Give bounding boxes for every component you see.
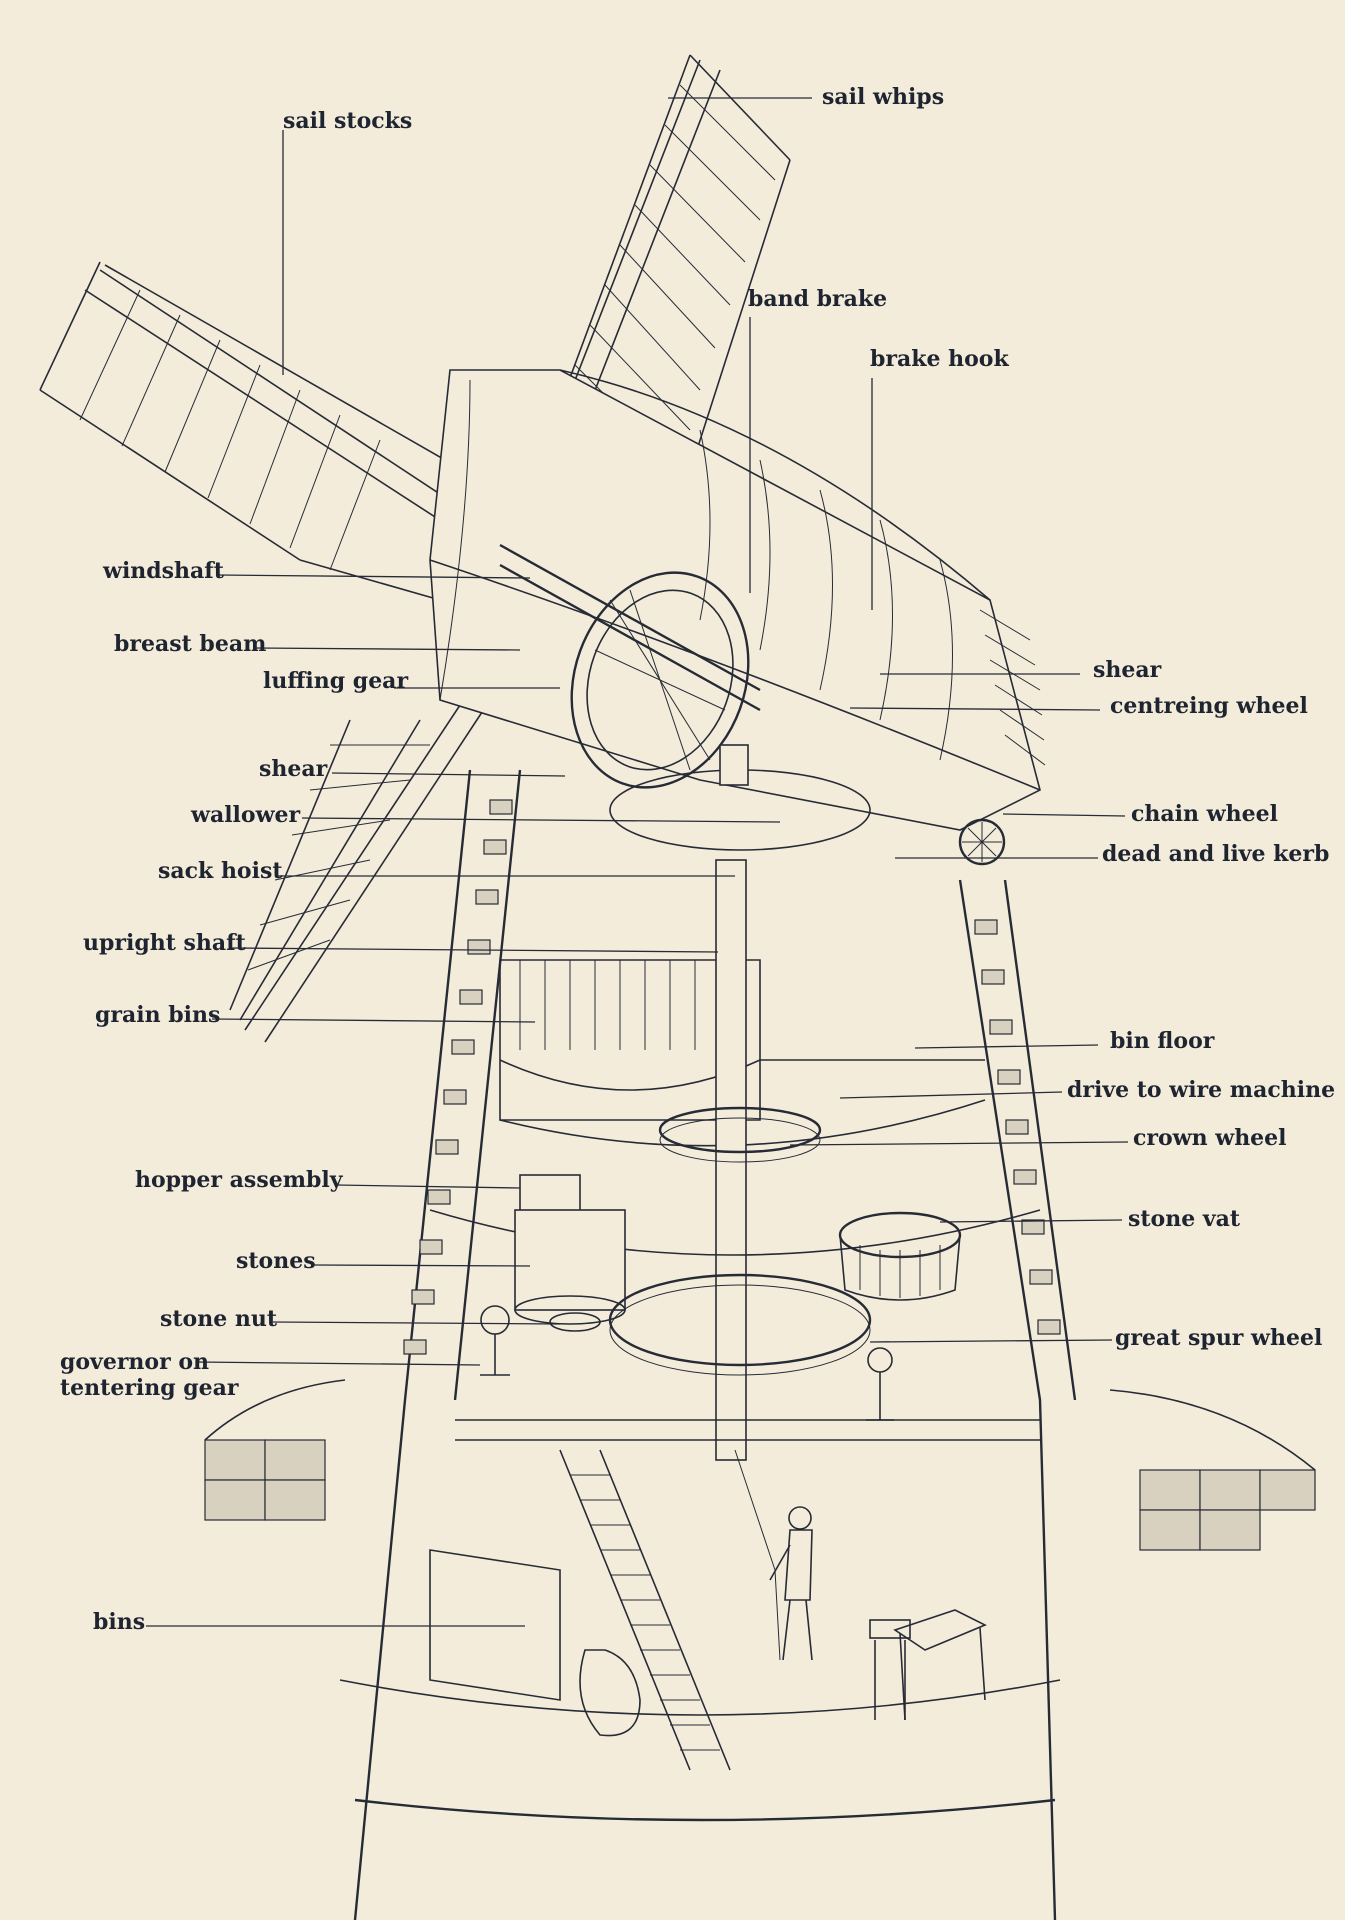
label-breast-beam: breast beam (114, 631, 267, 657)
label-stone-nut: stone nut (160, 1306, 278, 1332)
label-centreing-wheel: centreing wheel (1110, 693, 1308, 719)
label-upright-shaft: upright shaft (83, 930, 246, 956)
label-stone-vat: stone vat (1128, 1206, 1241, 1232)
label-grain-bins: grain bins (95, 1002, 221, 1028)
label-crown-wheel: crown wheel (1133, 1125, 1287, 1151)
label-bins: bins (93, 1609, 146, 1635)
label-hopper-assembly: hopper assembly (135, 1167, 343, 1193)
tower (204, 769, 1316, 1920)
label-bin-floor: bin floor (1110, 1028, 1215, 1054)
label-great-spur-wheel: great spur wheel (1115, 1325, 1323, 1351)
label-sail-whips: sail whips (822, 84, 945, 110)
label-sack-hoist: sack hoist (158, 858, 283, 884)
label-brake-hook: brake hook (870, 346, 1009, 372)
label-windshaft: windshaft (103, 558, 224, 584)
label-shear-tower: shear (259, 756, 328, 782)
miller-figure (769, 1506, 813, 1661)
cap (429, 369, 1046, 866)
label-wallower: wallower (191, 802, 301, 828)
label-dead-and-live-kerb: dead and live kerb (1102, 841, 1330, 867)
label-band-brake: band brake (748, 286, 888, 312)
label-stones: stones (236, 1248, 316, 1274)
label-sail-stocks: sail stocks (283, 108, 413, 134)
label-drive-to-wire-machine: drive to wire machine (1067, 1077, 1336, 1103)
label-luffing-gear: luffing gear (263, 668, 409, 694)
label-shear-cap: shear (1093, 657, 1162, 683)
leader-lines (146, 97, 1129, 1627)
label-chain-wheel: chain wheel (1131, 801, 1278, 827)
label-governor-on-tentering-gear: governor on tentering gear (60, 1349, 239, 1401)
